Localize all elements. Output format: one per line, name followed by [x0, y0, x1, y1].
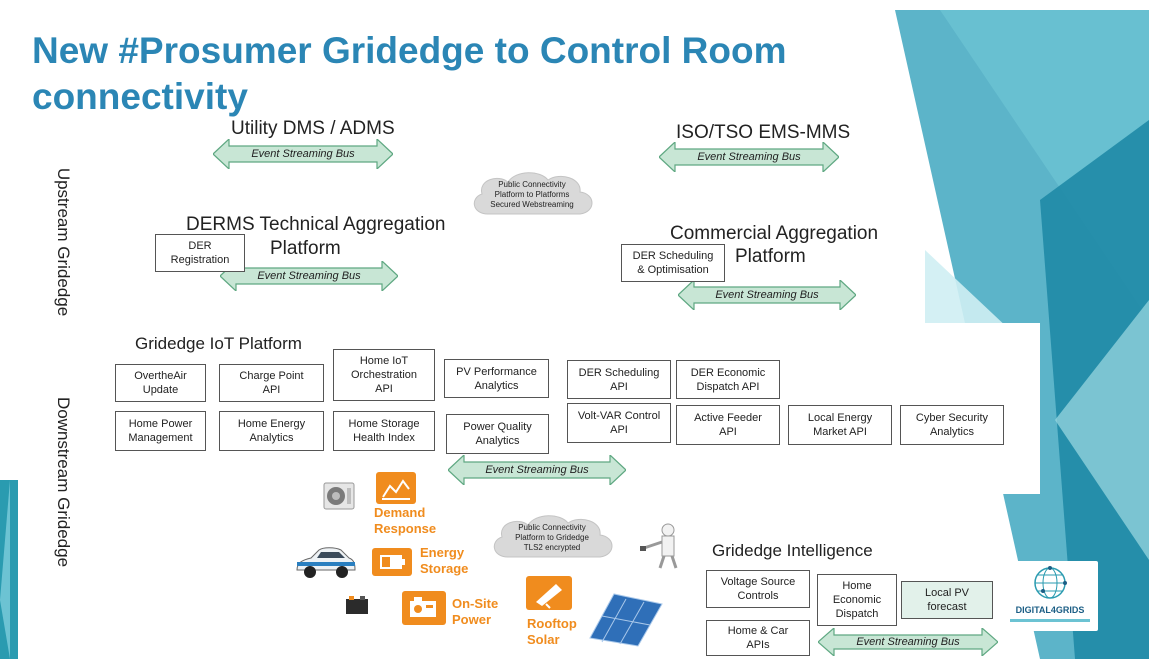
event-bus-iot: Event Streaming Bus: [448, 455, 626, 485]
cloud-upper: Public Connectivity Platform to Platform…: [466, 168, 598, 222]
event-bus-label: Event Streaming Bus: [856, 636, 960, 648]
box-home-iot-orchestration: Home IoT Orchestration API: [333, 349, 435, 401]
intelligence-heading: Gridedge Intelligence: [712, 541, 873, 560]
box-home-storage-health: Home Storage Health Index: [333, 411, 435, 451]
box-der-scheduling-api: DER Scheduling API: [567, 360, 671, 399]
box-local-pv-forecast: Local PV forecast: [901, 581, 993, 619]
box-active-feeder: Active Feeder API: [676, 405, 780, 445]
solar-panel-icon: [589, 593, 663, 647]
derms-platform-heading: Platform: [270, 238, 341, 259]
energy-storage-label: Energy Storage: [420, 545, 469, 576]
box-home-economic-dispatch: Home Economic Dispatch: [817, 574, 897, 626]
box-home-car-apis: Home & Car APIs: [706, 620, 810, 656]
iot-heading: Gridedge IoT Platform: [135, 334, 302, 353]
globe-network-icon: [1034, 566, 1067, 599]
cloud-lower-text: Public Connectivity Platform to Gridedge…: [515, 523, 589, 552]
energy-storage-icon: [372, 548, 412, 576]
downstream-label: Downstream Gridedge: [54, 396, 73, 568]
digital4grids-logo: DIGITAL4GRIDS: [1002, 561, 1098, 631]
box-der-scheduling-optimisation: DER Scheduling & Optimisation: [621, 244, 725, 282]
event-bus-commercial: Event Streaming Bus: [678, 280, 856, 310]
iso-heading: ISO/TSO EMS-MMS: [676, 122, 851, 143]
box-charge-point-api: Charge Point API: [219, 364, 324, 402]
event-bus-label: Event Streaming Bus: [697, 151, 801, 163]
box-der-economic-dispatch: DER Economic Dispatch API: [676, 360, 780, 399]
rooftop-solar-label: Rooftop Solar: [527, 616, 577, 647]
box-pv-performance: PV Performance Analytics: [444, 359, 549, 398]
cloud-upper-text: Public Connectivity Platform to Platform…: [490, 180, 574, 209]
box-home-energy-analytics: Home Energy Analytics: [219, 411, 324, 451]
rooftop-solar-icon: [526, 576, 572, 610]
derms-heading: DERMS Technical Aggregation: [186, 214, 446, 235]
box-volt-var-control: Volt-VAR Control API: [567, 403, 671, 443]
event-bus-label: Event Streaming Bus: [715, 289, 819, 301]
box-der-registration: DER Registration: [155, 234, 245, 272]
demand-response-icon: [376, 472, 416, 504]
utility-heading: Utility DMS / ADMS: [231, 118, 395, 139]
event-bus-label: Event Streaming Bus: [257, 270, 361, 282]
event-bus-intelligence: Event Streaming Bus: [818, 628, 998, 656]
event-bus-iso: Event Streaming Bus: [659, 142, 839, 172]
commercial-platform-heading: Platform: [735, 246, 806, 267]
box-local-energy-market: Local Energy Market API: [788, 405, 892, 445]
commercial-heading: Commercial Aggregation: [670, 223, 879, 244]
page-title: New #Prosumer Gridedge to Control Room c…: [32, 30, 787, 117]
electric-car-icon: [296, 547, 356, 578]
box-ota-update: OvertheAir Update: [115, 364, 206, 402]
box-voltage-source-controls: Voltage Source Controls: [706, 570, 810, 608]
cloud-lower: Public Connectivity Platform to Gridedge…: [486, 511, 618, 565]
box-cyber-security: Cyber Security Analytics: [900, 405, 1004, 445]
box-power-quality: Power Quality Analytics: [446, 414, 549, 454]
on-site-power-label: On-Site Power: [452, 596, 499, 627]
upstream-label: Upstream Gridedge: [54, 167, 73, 317]
logo-text: DIGITAL4GRIDS: [1015, 605, 1085, 615]
event-bus-label: Event Streaming Bus: [251, 148, 355, 160]
event-bus-label: Event Streaming Bus: [485, 464, 589, 476]
box-home-power-management: Home Power Management: [115, 411, 206, 451]
demand-response-label: Demand Response: [374, 505, 437, 536]
event-bus-derms: Event Streaming Bus: [220, 261, 398, 291]
person-plug-icon: [640, 523, 678, 569]
on-site-power-icon: [402, 591, 446, 625]
battery-icon: [346, 596, 368, 614]
event-bus-utility: Event Streaming Bus: [213, 139, 393, 169]
air-conditioner-icon: [323, 482, 355, 510]
